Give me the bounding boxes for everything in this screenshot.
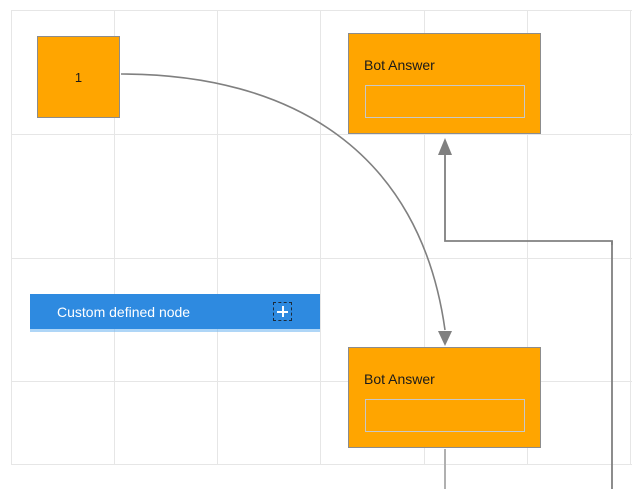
node-1[interactable]: 1	[37, 36, 120, 118]
edge-orthogonal-bot-answer-bottom-to-top[interactable]	[438, 138, 613, 245]
node-bot-answer-top[interactable]: Bot Answer	[348, 33, 541, 134]
edge-curve-node1-to-bot-answer-bottom[interactable]	[120, 73, 452, 346]
custom-defined-node-label: Custom defined node	[57, 303, 191, 320]
node-1-label: 1	[74, 69, 83, 85]
plus-icon-vertical-bar	[281, 306, 284, 317]
node-bot-answer-bottom-title: Bot Answer	[364, 371, 435, 387]
node-bot-answer-top-slot[interactable]	[365, 85, 525, 118]
plus-icon[interactable]	[273, 302, 292, 321]
arrowhead-down	[438, 331, 452, 346]
custom-defined-node-bar[interactable]: Custom defined node	[30, 294, 320, 329]
node-bot-answer-bottom-slot[interactable]	[365, 399, 525, 432]
node-bot-answer-bottom[interactable]: Bot Answer	[348, 347, 541, 448]
node-bot-answer-top-title: Bot Answer	[364, 57, 435, 73]
arrowhead-up	[438, 138, 452, 155]
